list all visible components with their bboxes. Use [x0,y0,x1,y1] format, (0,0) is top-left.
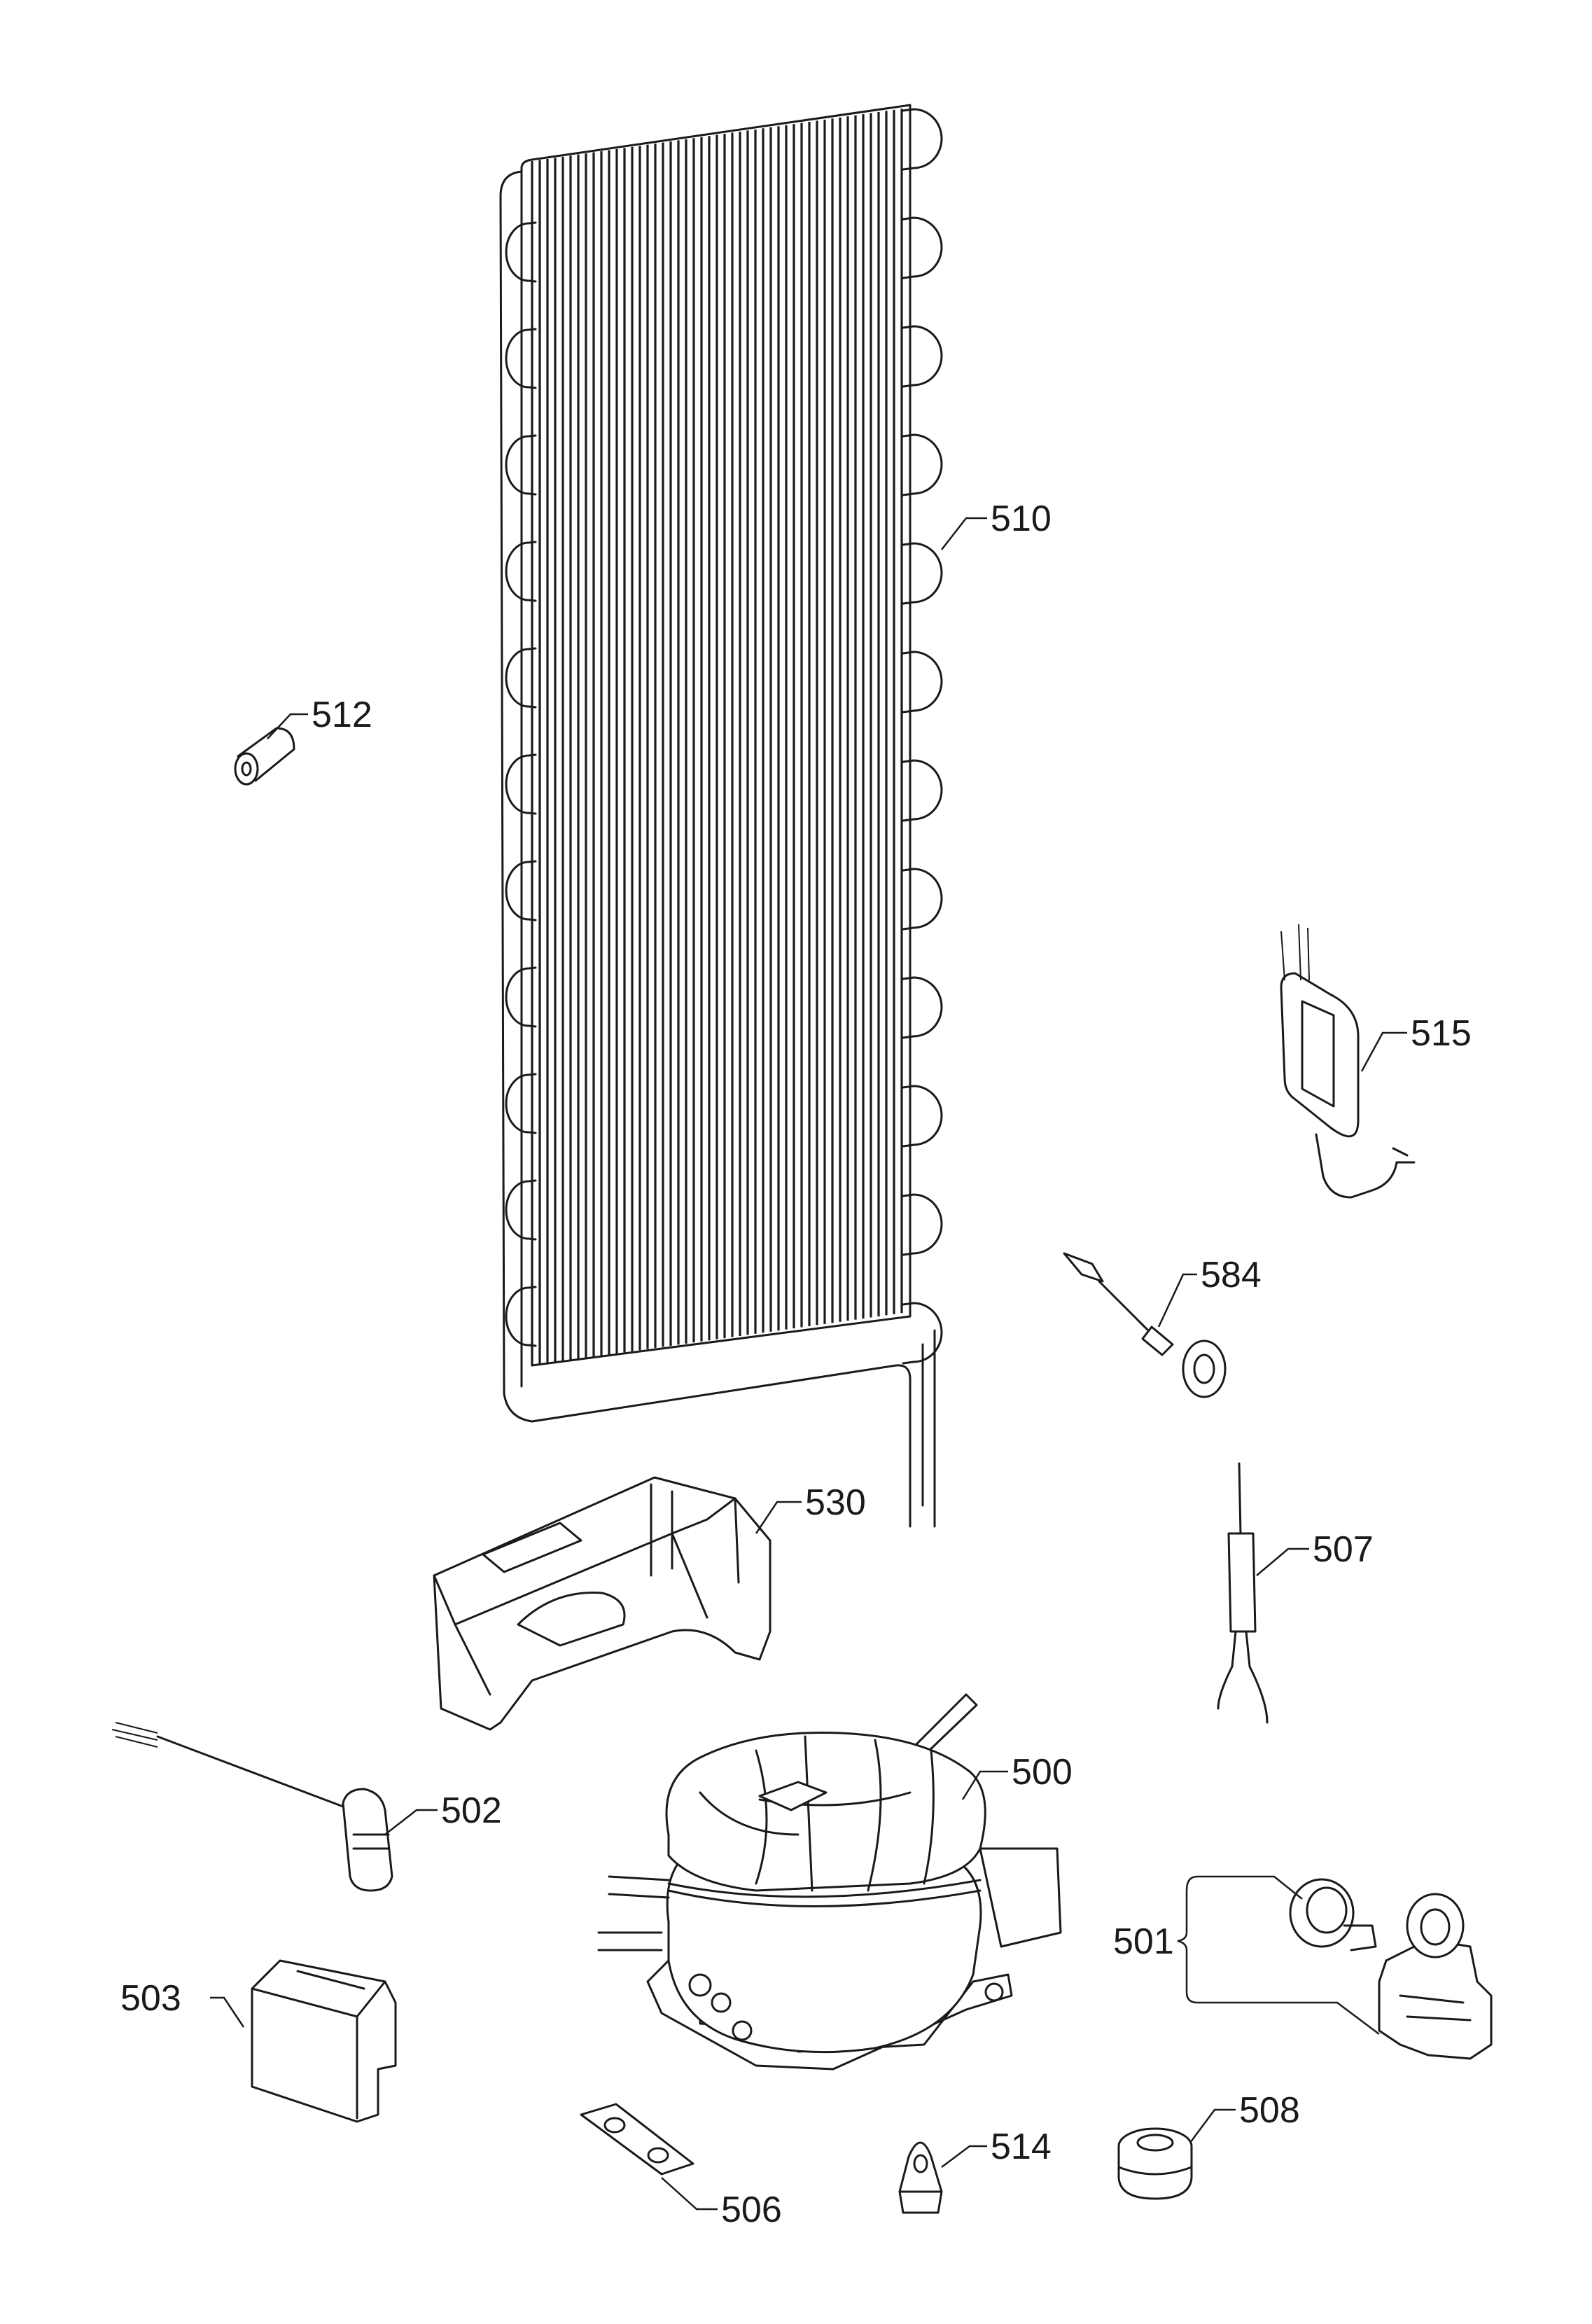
condenser-right-bend [902,976,943,1039]
callout-584: 584 [1201,1255,1262,1295]
leader-512 [267,713,308,739]
bracket-501 [1177,1875,1198,2004]
sleeve-512 [234,727,295,786]
grommet-508 [1117,2127,1193,2200]
condenser-left-bend [505,328,537,389]
callout-508: 508 [1239,2090,1300,2131]
condenser-right-bend [902,542,943,605]
leader-506 [661,2177,718,2211]
callout-507: 507 [1313,1529,1374,1570]
callout-512: 512 [312,695,372,735]
condenser-left-bend [505,541,537,602]
callout-510: 510 [991,499,1052,539]
leader-501a [1197,1875,1303,1900]
leader-514 [941,2145,987,2168]
condenser-left-bend [505,647,537,709]
compressor-500 [597,1693,1062,2071]
condenser-right-bend [902,1085,943,1148]
leader-515 [1360,1031,1407,1072]
condenser-right-bend [902,1193,943,1256]
condenser-left-bend [505,966,537,1028]
callout-503: 503 [120,1978,181,2019]
leader-584 [1157,1273,1197,1328]
condenser-wire-grid [531,109,903,1365]
leader-501b [1197,2001,1380,2035]
condenser-right-bend [902,868,943,931]
callout-502: 502 [441,1790,502,1831]
callout-501: 501 [1113,1921,1174,1962]
condenser-right-bend [902,216,943,279]
callout-514: 514 [991,2127,1052,2167]
leader-510 [941,517,987,550]
condenser-left-bend [505,1073,537,1134]
clip-514 [898,2141,943,2214]
callout-506: 506 [721,2190,782,2230]
condenser-left-bend [505,1286,537,1347]
protector-501 [1289,1878,1377,1951]
condenser-right-bend [902,325,943,388]
condenser-left-bend [505,753,537,815]
heater-515 [1280,924,1416,1199]
mounting-plate-506 [580,2103,694,2176]
leader-508 [1189,2108,1236,2143]
leader-500 [961,1770,1008,1800]
leader-530 [755,1501,802,1534]
callout-515: 515 [1411,1013,1472,1054]
sensor-584 [1063,1252,1227,1398]
cover-503 [251,1959,397,2123]
condenser-right-bend [902,433,943,496]
relay-502 [111,1722,393,1892]
callout-530: 530 [805,1482,866,1523]
leader-507 [1256,1547,1309,1576]
condenser-return-bends [505,108,943,1365]
condenser-left-bend [505,221,537,283]
condenser-left-bend [505,1179,537,1241]
condenser-right-bend [902,650,943,714]
drip-tray-530 [433,1476,771,1731]
condenser-right-bend [902,759,943,822]
callout-500: 500 [1012,1752,1073,1793]
filter-drier-507 [1217,1462,1269,1724]
condenser-left-bend [505,434,537,496]
leader-503 [210,1996,245,2028]
condenser-right-bend [902,108,943,171]
condenser-510 [499,104,943,1528]
leader-502 [384,1809,438,1835]
starter-relay-501 [1378,1893,1493,2060]
condenser-left-bend [505,860,537,921]
condenser-right-bend [902,1302,943,1365]
